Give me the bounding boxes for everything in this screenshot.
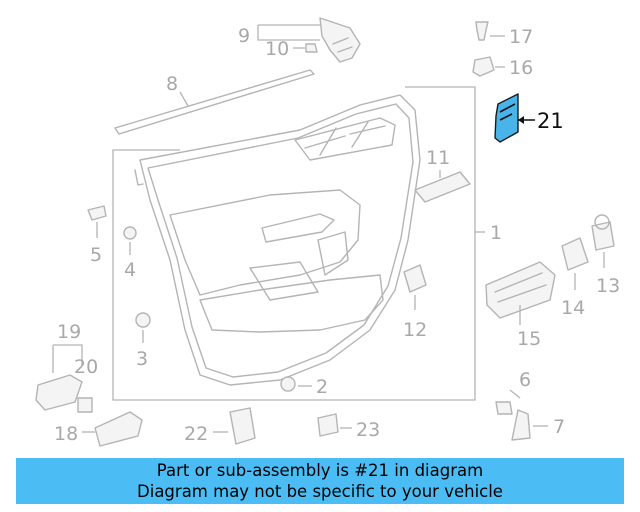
info-banner: Part or sub-assembly is #21 in diagram D… [16, 458, 624, 504]
callout-22: 22 [184, 423, 208, 445]
switch-14 [561, 237, 589, 290]
callout-8: 8 [166, 73, 178, 95]
callout-13: 13 [596, 275, 620, 297]
callout-12: 12 [403, 319, 427, 341]
door-trim-panel [112, 86, 476, 401]
callout-9: 9 [238, 25, 250, 47]
parts-diagram: 1 2 3 4 5 6 7 8 9 10 11 12 13 14 15 16 1… [35, 17, 620, 447]
callout-10: 10 [265, 38, 289, 60]
callout-19: 19 [57, 321, 81, 343]
callout-7: 7 [553, 416, 565, 438]
switch-22 [213, 407, 256, 445]
master-switch-15 [485, 261, 556, 325]
mirror-patch [257, 17, 361, 63]
handle-19 [35, 344, 83, 411]
switch-bezel-11 [414, 170, 471, 203]
callout-21: 21 [537, 109, 564, 133]
clip-5 [87, 205, 107, 238]
banner-line-1: Part or sub-assembly is #21 in diagram [156, 461, 484, 480]
screw-2 [280, 376, 312, 392]
clip-17 [475, 21, 505, 41]
callout-3: 3 [136, 348, 148, 370]
part-21-highlighted [494, 93, 535, 143]
screw-3 [135, 312, 151, 343]
callout-6: 6 [519, 369, 531, 391]
bracket-7 [511, 409, 548, 441]
clip-20 [77, 397, 93, 413]
banner-line-2: Diagram may not be specific to your vehi… [137, 482, 503, 501]
callout-20: 20 [74, 356, 98, 378]
trim-18 [82, 411, 143, 447]
callout-17: 17 [509, 26, 533, 48]
switch-12 [403, 264, 427, 310]
callout-18: 18 [54, 423, 78, 445]
switch-23 [317, 413, 352, 437]
callout-15: 15 [517, 328, 541, 350]
screw-6 [495, 389, 521, 415]
callout-23: 23 [356, 419, 380, 441]
callout-11: 11 [426, 147, 450, 169]
screw-4 [123, 226, 137, 255]
highlighted-part-21-shape [494, 93, 519, 143]
callout-16: 16 [509, 57, 533, 79]
callout-labels: 1 2 3 4 5 6 7 8 9 10 11 12 13 14 15 16 1… [54, 25, 620, 445]
bracket-16 [472, 56, 505, 77]
callout-5: 5 [90, 244, 102, 266]
switch-13 [591, 214, 615, 268]
callout-2: 2 [316, 376, 328, 398]
belt-molding [114, 69, 315, 135]
callout-1: 1 [490, 222, 502, 244]
assembly-frame [112, 86, 476, 401]
callout-4: 4 [124, 259, 136, 281]
callout-14: 14 [561, 297, 585, 319]
